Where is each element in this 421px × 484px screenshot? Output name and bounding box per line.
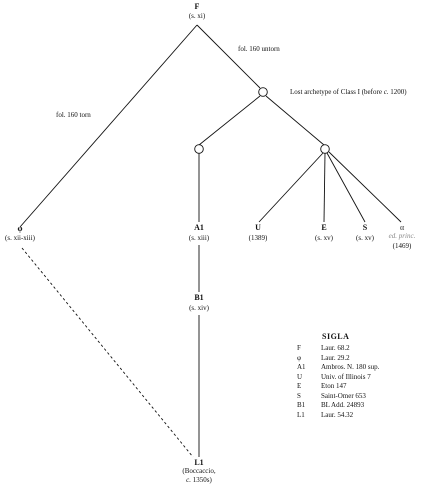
sigla-key: U (297, 372, 303, 381)
node-alpha-siglum: α (399, 223, 405, 232)
sigla-row: F Laur. 68.2 (297, 345, 350, 352)
node-s-siglum: S (362, 223, 368, 232)
sigla-value: Laur. 54.32 (321, 410, 354, 419)
node-a1-siglum: A1 (194, 223, 204, 232)
edge-hyparchetype-s (326, 152, 366, 223)
node-a1-date: (s. xiii) (188, 234, 210, 242)
node-l1-date: c. 1350s) (186, 477, 212, 484)
archetype-node (258, 87, 268, 97)
sigla-value: Laur. 29.2 (321, 353, 350, 362)
sigla-row: E Eton 147 (297, 383, 346, 390)
edge-f-phi (19, 24, 198, 228)
sigla-value: Eton 147 (321, 382, 347, 390)
node-e-date: (s. xv) (315, 234, 333, 242)
edge-hyparchetype-alpha (328, 151, 402, 223)
hyparchetype-ues-node (320, 144, 330, 154)
sigla-value: Saint-Omer 653 (321, 391, 366, 400)
node-l1-siglum: L1 (194, 458, 204, 467)
edge-archetype-ues-hyparchetype (265, 95, 325, 146)
sigla-key: φ (297, 353, 302, 362)
node-phi-siglum: φ (17, 224, 23, 233)
edge-f-archetype (196, 24, 261, 89)
sigla-row: A1 Ambros. N. 180 sup. (297, 364, 379, 371)
edge-hyparchetype-e (323, 152, 326, 223)
sigla-value: Ambros. N. 180 sup. (321, 363, 380, 371)
node-b1-date: (s. xiv) (189, 304, 209, 312)
hyparchetype-a1-node (194, 144, 204, 154)
node-u-date: (1389) (248, 234, 268, 242)
archetype-label-year: 1200) (390, 88, 407, 96)
node-f-date: (s. xi) (188, 12, 206, 20)
node-b1-siglum: B1 (194, 293, 204, 302)
edge-phi-l1-contamination (21, 247, 194, 458)
node-l1-desc: (Boccaccio, (182, 467, 216, 475)
node-u-siglum: U (255, 223, 261, 232)
annotation-fol-untorn: fol. 160 untorn (238, 45, 280, 53)
sigla-row: S Saint-Omer 653 (297, 391, 366, 400)
node-f-siglum: F (194, 2, 200, 11)
sigla-value: Laur. 68.2 (321, 344, 350, 352)
sigla-key: E (297, 382, 302, 390)
sigla-value: BL Add. 24893 (321, 401, 365, 409)
sigla-key: B1 (297, 401, 306, 409)
sigla-value: Univ. of Illinois 7 (321, 372, 371, 381)
sigla-row: L1 Laur. 54.32 (297, 410, 354, 419)
edge-hyparchetype-u (258, 152, 324, 223)
sigla-row: φ Laur. 29.2 (297, 353, 350, 362)
node-alpha-edition: ed. princ. (388, 232, 416, 240)
archetype-label-circa: c. (383, 88, 389, 96)
sigla-title: SIGLA (322, 332, 350, 341)
node-l1-year: 1350s) (192, 476, 212, 484)
node-s-date: (s. xv) (356, 234, 374, 242)
node-e-siglum: E (321, 223, 327, 232)
annotation-fol-torn: fol. 160 torn (56, 111, 91, 119)
sigla-row: B1 BL Add. 24893 (297, 402, 364, 409)
sigla-key: A1 (297, 363, 306, 371)
sigla-row: U Univ. of Illinois 7 (297, 372, 371, 381)
node-alpha-date: (1469) (392, 242, 412, 250)
node-phi-date: (s. xii-xiii) (5, 234, 35, 242)
edge-archetype-a1-hyparchetype (198, 95, 261, 146)
archetype-label-main: Lost archetype of Class I (before (290, 88, 382, 96)
sigla-key: F (297, 344, 301, 352)
sigla-key: S (297, 391, 301, 400)
annotation-archetype: Lost archetype of Class I (before c. 120… (290, 89, 407, 96)
node-l1-circa: c. (186, 476, 192, 484)
sigla-key: L1 (297, 410, 305, 419)
